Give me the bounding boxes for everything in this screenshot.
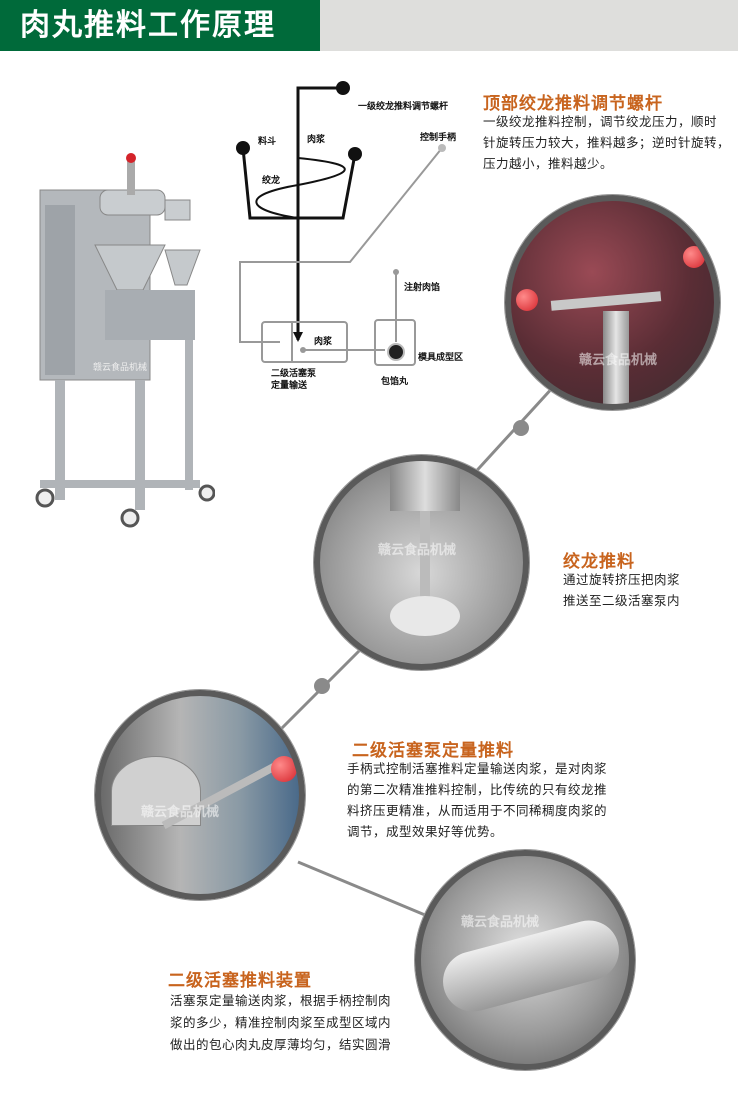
label-pump-1: 二级活塞泵 bbox=[271, 369, 317, 379]
piston-device-photo: 赣云食品机械 bbox=[415, 850, 635, 1070]
section-title: 二级活塞泵定量推料 bbox=[352, 741, 514, 761]
label-meat-top: 肉浆 bbox=[307, 135, 326, 145]
label-auger: 绞龙 bbox=[262, 176, 281, 186]
label-screw: 一级绞龙推料调节螺杆 bbox=[358, 102, 449, 112]
watermark: 赣云食品机械 bbox=[461, 915, 540, 930]
section-title: 二级活塞推料装置 bbox=[168, 971, 312, 991]
machine-watermark: 赣云食品机械 bbox=[93, 361, 147, 373]
principle-diagram bbox=[236, 81, 446, 366]
label-handle: 控制手柄 bbox=[420, 133, 457, 143]
label-hopper: 料斗 bbox=[258, 137, 277, 147]
watermark: 赣云食品机械 bbox=[579, 353, 658, 368]
label-pump-2: 定量输送 bbox=[271, 381, 308, 391]
connector-dot bbox=[513, 420, 529, 436]
header-bar bbox=[320, 0, 738, 51]
section-title: 绞龙推料 bbox=[563, 552, 635, 572]
section-desc: 一级绞龙推料控制，调节绞龙压力，顺时针旋转压力较大，推料越多；逆时针旋转，压力越… bbox=[483, 114, 731, 171]
section-desc: 通过旋转挤压把肉浆推送至二级活塞泵内 bbox=[563, 572, 681, 608]
auger-photo: 赣云食品机械 bbox=[314, 455, 529, 670]
label-meat-box: 肉浆 bbox=[314, 337, 333, 347]
label-mold: 模具成型区 bbox=[418, 353, 464, 363]
watermark: 赣云食品机械 bbox=[378, 543, 457, 558]
screw-photo: 赣云食品机械 bbox=[505, 195, 720, 410]
connector-dot bbox=[314, 678, 330, 694]
page-title: 肉丸推料工作原理 bbox=[0, 0, 320, 51]
section-desc: 活塞泵定量输送肉浆，根据手柄控制肉浆的多少，精准控制肉浆至成型区域内做出的包心肉… bbox=[170, 993, 392, 1052]
label-filling: 注射肉馅 bbox=[404, 283, 441, 293]
watermark: 赣云食品机械 bbox=[141, 805, 220, 820]
label-ball: 包馅丸 bbox=[381, 377, 409, 387]
section-title: 顶部绞龙推料调节螺杆 bbox=[483, 94, 663, 114]
section-desc: 手柄式控制活塞推料定量输送肉浆，是对肉浆的第二次精准推料控制，比传统的只有绞龙推… bbox=[347, 761, 608, 839]
machine-image: 赣云食品机械 bbox=[35, 153, 215, 528]
piston-handle-photo: 赣云食品机械 bbox=[95, 690, 305, 900]
